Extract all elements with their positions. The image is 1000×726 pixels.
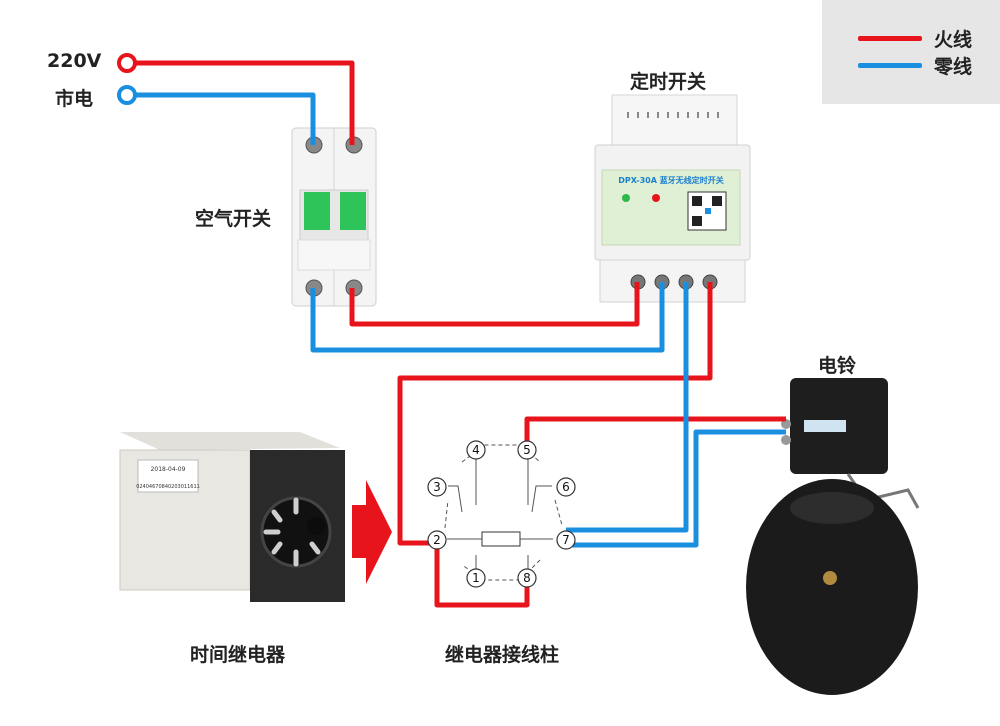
pin-7: 7 <box>556 530 576 550</box>
pin-4: 4 <box>466 440 486 460</box>
relay-serial-text: 02404670840203011611 <box>136 484 200 490</box>
timer-switch-device <box>594 94 751 303</box>
legend-neutral-label: 零线 <box>934 55 973 78</box>
svg-text:3: 3 <box>433 480 441 494</box>
timer-switch-model-text: DPX-30A 蓝牙无线定时开关 <box>618 175 723 185</box>
bell-label: 电铃 <box>818 355 857 377</box>
legend: 火线 零线 <box>822 0 1000 104</box>
svg-text:7: 7 <box>562 533 570 547</box>
svg-text:6: 6 <box>562 480 570 494</box>
time-relay-label: 时间继电器 <box>190 644 286 666</box>
relay-terminals-label: 继电器接线柱 <box>445 644 560 666</box>
legend-live: 火线 <box>858 26 973 51</box>
relay-terminal-schematic <box>444 444 563 581</box>
pin-2: 2 <box>427 530 447 550</box>
pin-5: 5 <box>517 440 537 460</box>
pin-1: 1 <box>466 568 486 588</box>
arrow-icon <box>352 480 392 584</box>
svg-text:5: 5 <box>523 443 531 457</box>
legend-live-label: 火线 <box>934 28 973 51</box>
supply-voltage-label: 220V <box>47 50 102 72</box>
svg-text:2: 2 <box>433 533 441 547</box>
timer-switch-label: 定时开关 <box>630 71 707 93</box>
live-terminal-icon <box>117 53 137 73</box>
svg-text:8: 8 <box>523 571 531 585</box>
legend-neutral: 零线 <box>858 53 973 78</box>
relay-pins: 4 5 3 6 2 7 1 8 <box>427 440 576 588</box>
pin-8: 8 <box>517 568 537 588</box>
time-relay-device <box>119 432 345 602</box>
electric-bell-device <box>746 378 920 695</box>
mains-label: 市电 <box>55 88 94 110</box>
pin-6: 6 <box>556 477 576 497</box>
neutral-line-icon <box>858 62 922 68</box>
air-breaker <box>291 127 377 307</box>
svg-text:1: 1 <box>472 571 480 585</box>
neutral-terminal-icon <box>117 85 137 105</box>
live-line-icon <box>858 35 922 41</box>
pin-3: 3 <box>427 477 447 497</box>
live-wires <box>134 60 786 608</box>
relay-date-text: 2018-04-09 <box>151 466 186 473</box>
breaker-label: 空气开关 <box>195 208 272 230</box>
svg-text:4: 4 <box>472 443 480 457</box>
neutral-wires <box>134 92 786 548</box>
